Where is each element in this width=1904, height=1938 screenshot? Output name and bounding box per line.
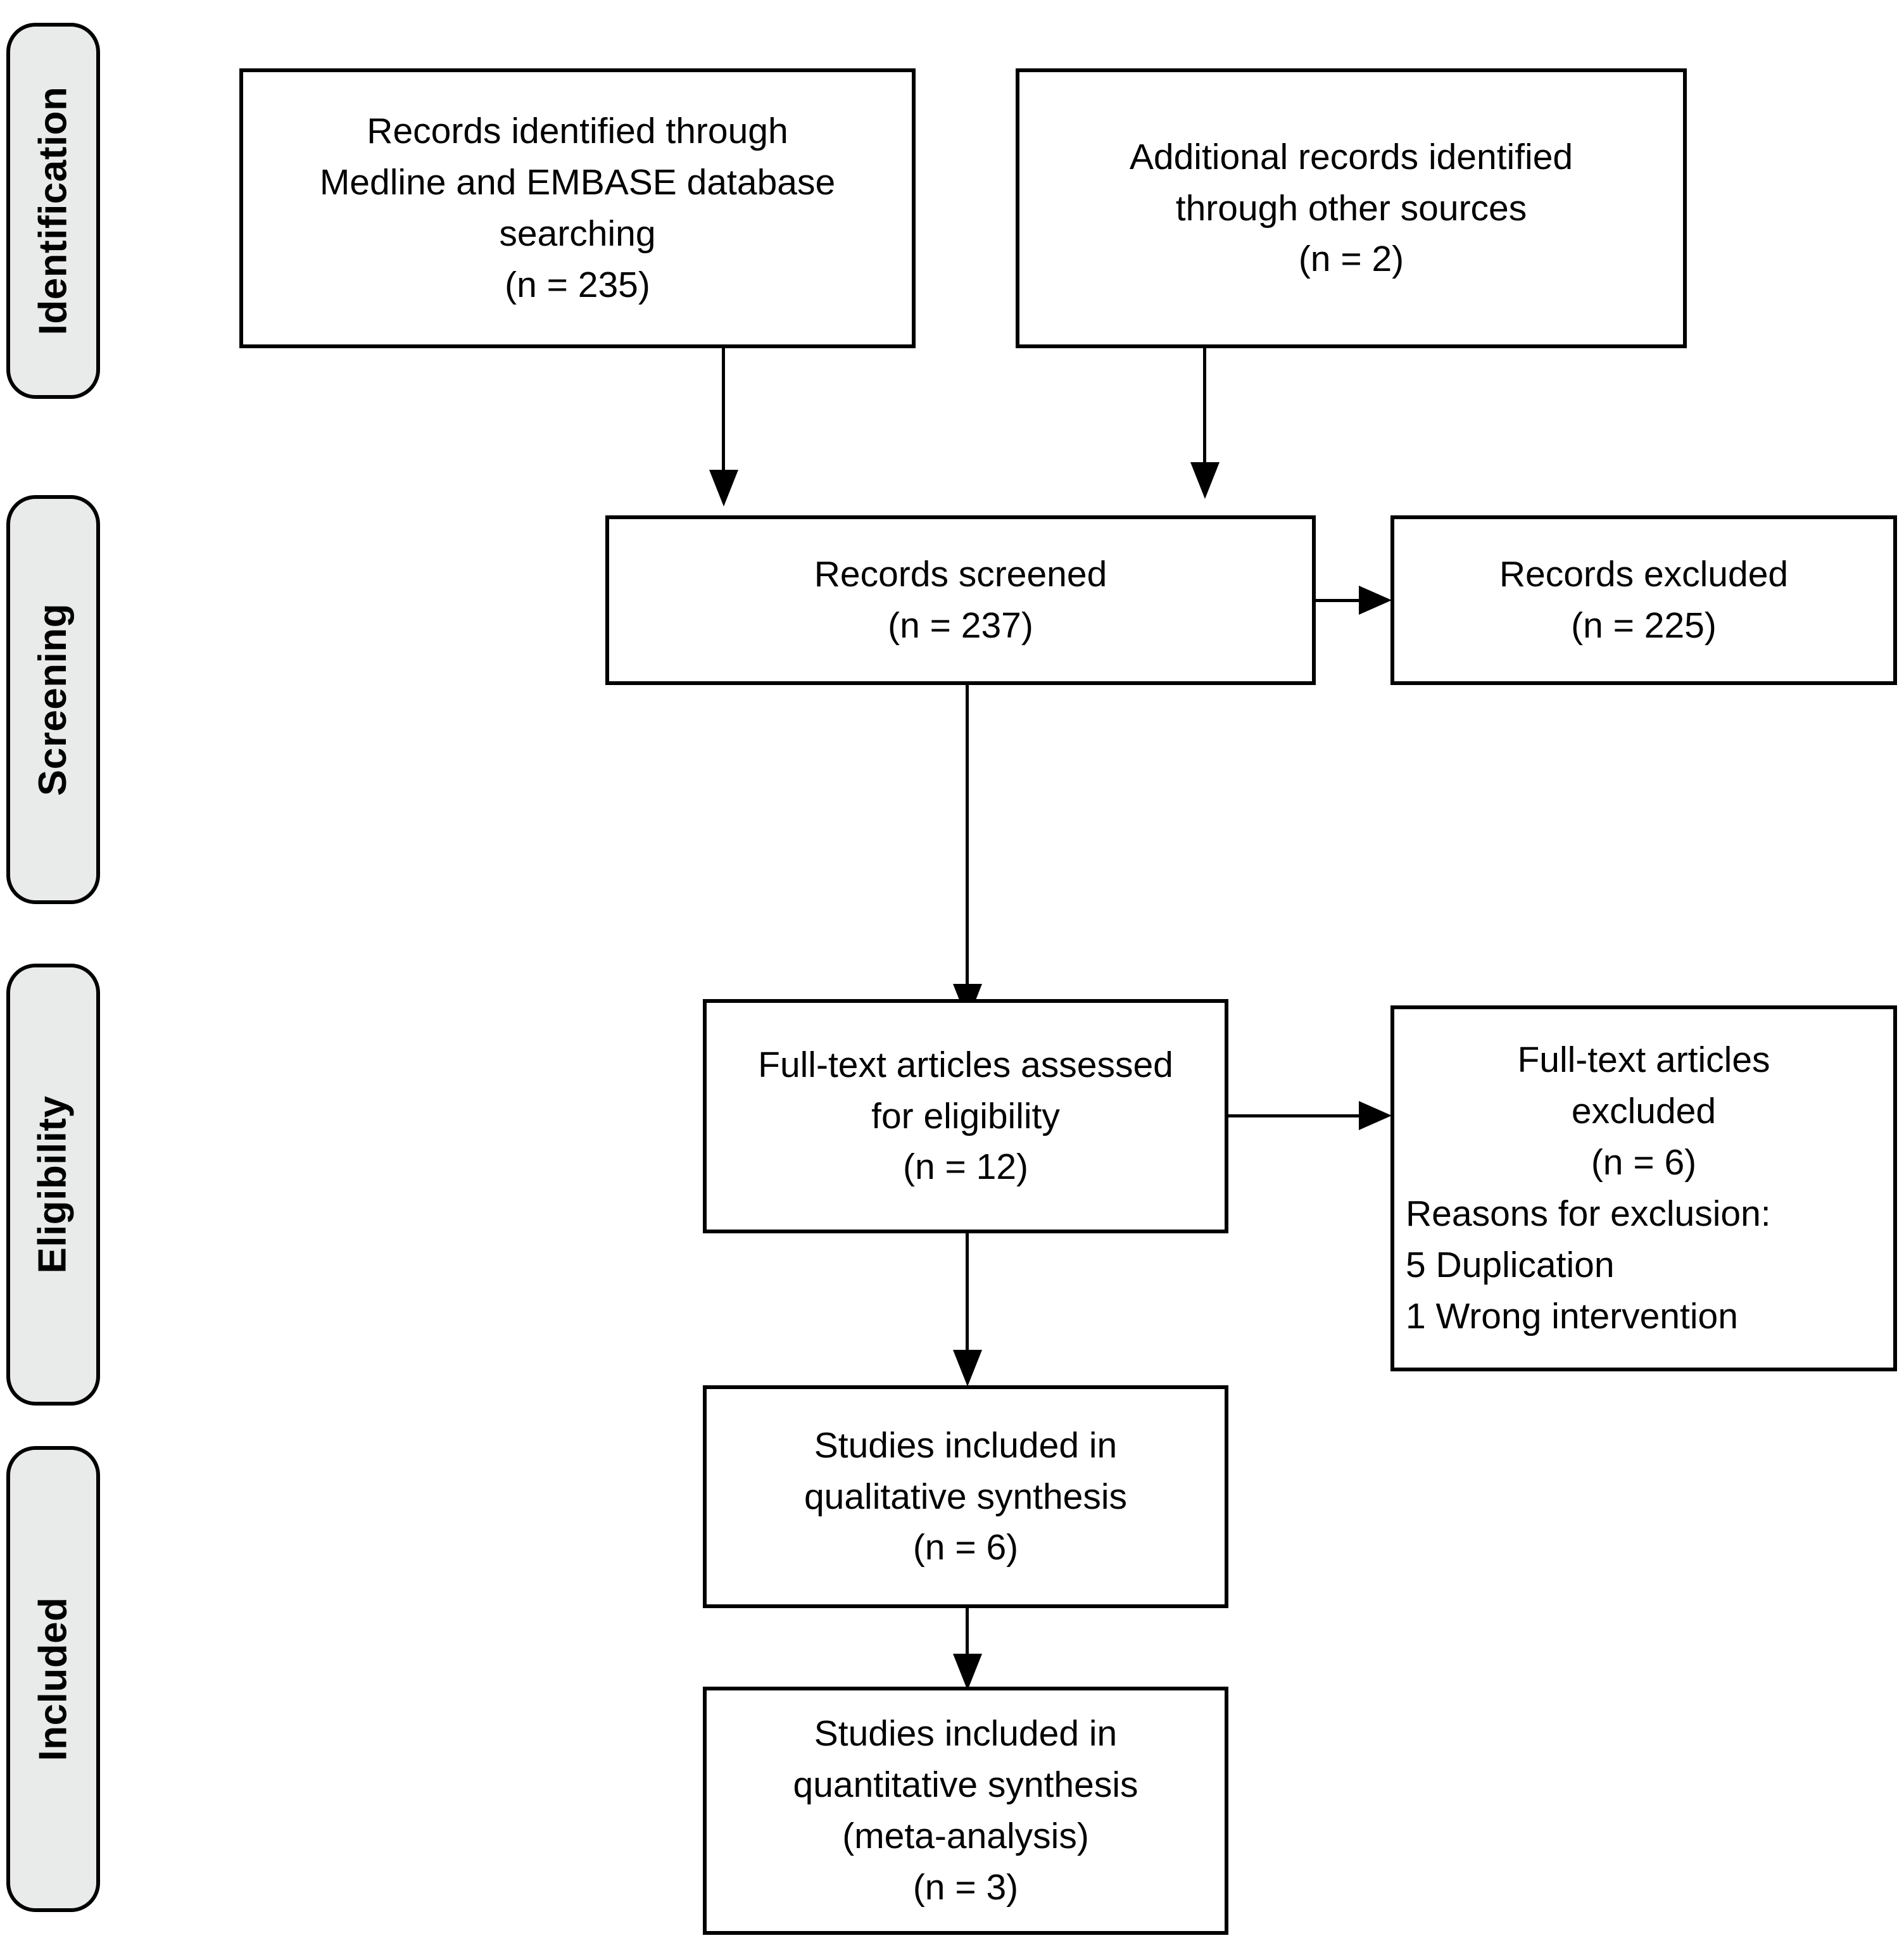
box-fulltext-excluded: Full-text articles excluded (n = 6) Reas…	[1390, 1005, 1897, 1371]
arrow-fulltext-to-excluded-head	[1359, 1101, 1392, 1130]
box-records-excluded-line-1: Records excluded	[1499, 554, 1789, 595]
box-additional-records-count: (n = 2)	[1298, 239, 1404, 280]
connector-screened-to-excluded	[1316, 599, 1361, 602]
connector-additional-to-screened	[1203, 348, 1206, 467]
connector-fulltext-to-qualitative	[966, 1233, 969, 1355]
arrow-screened-to-excluded-head	[1359, 586, 1392, 615]
box-additional-records-line-2: through other sources	[1175, 187, 1527, 229]
stage-label-identification-text: Identification	[31, 86, 75, 336]
arrow-additional-to-screened-head	[1190, 462, 1220, 499]
box-qualitative-synthesis-line-2: qualitative synthesis	[804, 1476, 1128, 1517]
box-fulltext-excluded-reason-2: 1 Wrong intervention	[1406, 1295, 1738, 1337]
box-additional-records-line-1: Additional records identified	[1129, 136, 1573, 177]
stage-label-identification: Identification	[6, 23, 100, 399]
connector-fulltext-to-excluded	[1228, 1114, 1361, 1117]
box-records-identified-line-1: Records identified through	[367, 111, 788, 152]
box-quantitative-synthesis-line-2: quantitative synthesis	[793, 1765, 1138, 1806]
box-fulltext-assessed-line-1: Full-text articles assessed	[758, 1044, 1173, 1085]
box-additional-records: Additional records identified through ot…	[1016, 68, 1687, 348]
box-records-screened: Records screened (n = 237)	[605, 515, 1316, 685]
box-quantitative-synthesis-line-1: Studies included in	[814, 1713, 1118, 1754]
arrow-identified-to-screened-head	[709, 470, 738, 507]
arrow-fulltext-to-qualitative-head	[953, 1350, 982, 1387]
box-quantitative-synthesis-line-3: (meta-analysis)	[842, 1816, 1089, 1856]
box-records-identified-line-3: searching	[499, 213, 656, 254]
box-quantitative-synthesis: Studies included in quantitative synthes…	[703, 1687, 1228, 1935]
box-fulltext-excluded-line-1: Full-text articles	[1517, 1040, 1770, 1081]
box-qualitative-synthesis-line-1: Studies included in	[814, 1425, 1118, 1466]
stage-label-screening: Screening	[6, 495, 100, 904]
connector-screened-to-fulltext	[966, 685, 969, 989]
box-fulltext-excluded-count: (n = 6)	[1591, 1142, 1697, 1183]
box-records-identified-line-2: Medline and EMBASE database	[319, 162, 836, 203]
box-fulltext-assessed: Full-text articles assessed for eligibil…	[703, 999, 1228, 1233]
box-records-excluded: Records excluded (n = 225)	[1390, 515, 1897, 685]
arrow-qualitative-to-quantitative-head	[953, 1654, 982, 1690]
box-qualitative-synthesis: Studies included in qualitative synthesi…	[703, 1385, 1228, 1608]
box-records-screened-line-1: Records screened	[814, 554, 1107, 595]
stage-label-screening-text: Screening	[31, 603, 75, 796]
box-fulltext-assessed-line-2: for eligibility	[871, 1095, 1060, 1136]
box-records-identified-count: (n = 235)	[505, 264, 650, 305]
box-fulltext-excluded-reasons-heading: Reasons for exclusion:	[1406, 1193, 1771, 1234]
box-fulltext-excluded-line-2: excluded	[1571, 1091, 1717, 1132]
box-fulltext-excluded-reason-1: 5 Duplication	[1406, 1244, 1615, 1285]
stage-label-included: Included	[6, 1446, 100, 1912]
box-quantitative-synthesis-count: (n = 3)	[912, 1866, 1019, 1908]
connector-identified-to-screened	[722, 348, 725, 475]
stage-label-eligibility-text: Eligibility	[31, 1095, 75, 1274]
connector-qualitative-to-quantitative	[966, 1608, 969, 1658]
box-records-identified: Records identified through Medline and E…	[239, 68, 916, 348]
stage-label-eligibility: Eligibility	[6, 964, 100, 1406]
box-records-screened-count: (n = 237)	[888, 605, 1033, 646]
stage-label-included-text: Included	[31, 1597, 75, 1761]
box-qualitative-synthesis-count: (n = 6)	[912, 1527, 1019, 1568]
box-records-excluded-count: (n = 225)	[1571, 605, 1717, 646]
box-fulltext-assessed-count: (n = 12)	[902, 1147, 1029, 1188]
